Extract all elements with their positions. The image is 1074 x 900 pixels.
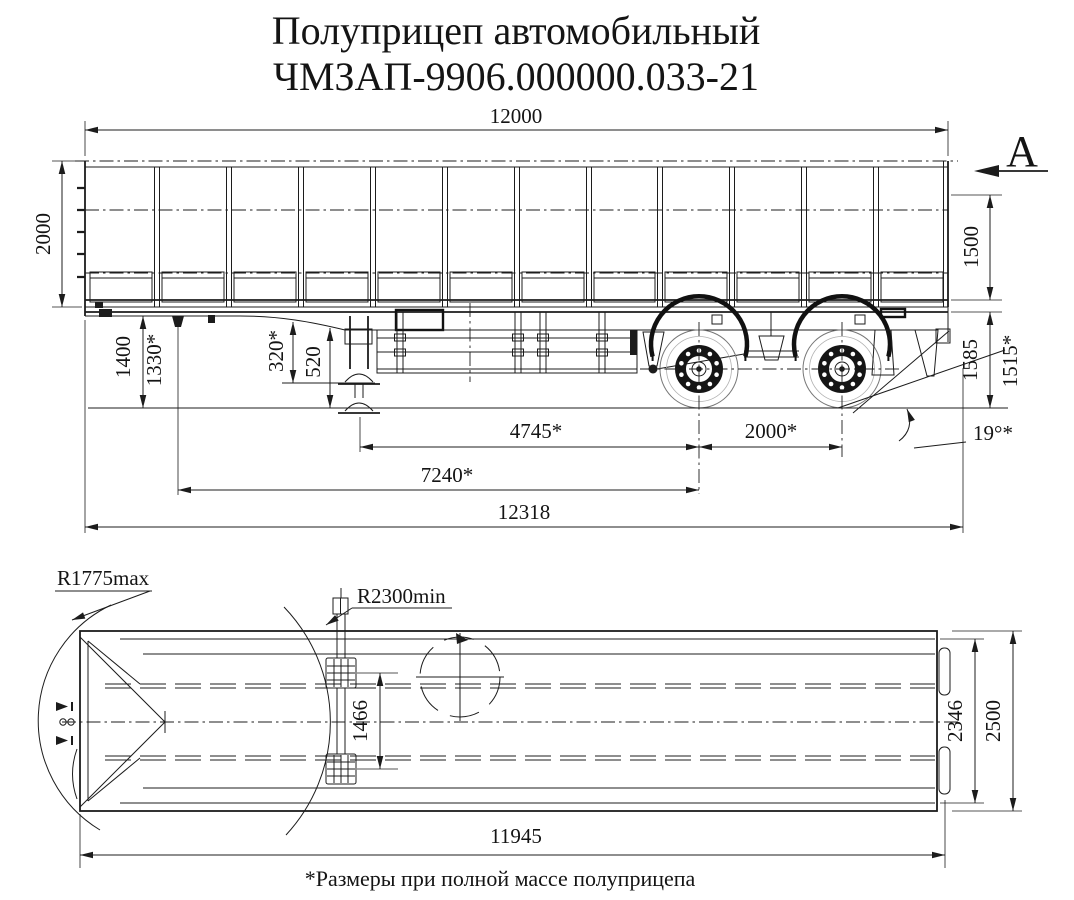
svg-text:7240*: 7240*: [421, 463, 474, 487]
svg-text:2346: 2346: [943, 700, 967, 742]
view-a-label: А: [1006, 127, 1038, 176]
spare-wheel-circle: [416, 633, 504, 721]
dim-overall-length: 12318: [84, 320, 964, 533]
dropside-panels: [89, 271, 944, 303]
svg-text:1500: 1500: [959, 226, 983, 268]
svg-text:1466: 1466: [348, 700, 372, 742]
dim-coupling-height-loaded: 1330*: [142, 334, 166, 387]
dim-kingpin-to-axle: 7240*: [177, 327, 699, 495]
dim-gooseneck-320: 320*: [264, 322, 297, 383]
svg-text:520: 520: [301, 346, 325, 378]
dim-front-swing-radius: R1775max: [55, 566, 152, 621]
side-view: 19°* А 12000 2000 1500 1585 1515: [31, 104, 1048, 533]
svg-text:2500: 2500: [981, 700, 1005, 742]
dim-side-height: 1500: [951, 194, 1002, 301]
dim-axle-spacing: 2000*: [699, 419, 842, 451]
trailer-body: [75, 160, 958, 331]
dim-support-spacing: 1466: [348, 672, 398, 770]
dim-overall-width: 2500: [952, 630, 1022, 812]
svg-text:4745*: 4745*: [510, 419, 563, 443]
svg-text:12318: 12318: [498, 500, 551, 524]
svg-text:2000*: 2000*: [745, 419, 798, 443]
view-a-arrow-icon: [974, 165, 999, 177]
front-edge-fittings: [77, 186, 112, 317]
svg-text:2000: 2000: [31, 213, 55, 255]
dim-support-to-axle: 4745*: [359, 417, 699, 452]
drawing-model-number: ЧМЗАП-9906.000000.033-21: [273, 54, 759, 99]
svg-text:11945: 11945: [490, 824, 542, 848]
landing-gear: [338, 316, 380, 414]
svg-text:1400: 1400: [111, 336, 135, 378]
departure-angle: 19°*: [837, 330, 1013, 449]
dim-platform-width: 2346: [940, 638, 984, 804]
dim-rear-height-loaded: 1515*: [998, 335, 1022, 388]
dim-coupling-height: 1400 1330*: [111, 316, 166, 408]
dim-platform-length: 12000: [84, 104, 949, 156]
front-couplings: [56, 702, 78, 800]
mudflap: [871, 329, 895, 376]
stake-posts: [154, 167, 879, 307]
drawing-title: Полуприцеп автомобильный: [272, 8, 761, 53]
dim-rear-swing-radius: R2300min: [325, 584, 452, 626]
title-block: Полуприцеп автомобильный ЧМЗАП-9906.0000…: [272, 8, 761, 99]
plan-view: R1775max R2300min 1466 2346 2500 119: [37, 566, 1022, 868]
rear-underride: [871, 307, 951, 377]
dim-rear-height: 1585 1515*: [951, 311, 1022, 408]
taillight-bar: [879, 307, 907, 319]
dim-body-height: 2000: [31, 160, 82, 308]
svg-text:12000: 12000: [490, 104, 543, 128]
svg-text:R1775max: R1775max: [57, 566, 150, 590]
plan-landing-gear: [325, 588, 357, 785]
rear-brackets: [938, 647, 951, 795]
swing-radius-arcs: [37, 604, 331, 836]
svg-text:320*: 320*: [264, 330, 288, 372]
svg-text:1585: 1585: [958, 339, 982, 381]
svg-text:R2300min: R2300min: [357, 584, 446, 608]
footnote: *Размеры при полной массе полуприцепа: [305, 866, 696, 891]
dim-departure-angle: 19°*: [973, 421, 1013, 445]
side-rack: [376, 303, 638, 382]
kingpin: [172, 315, 215, 327]
dim-gooseneck-520: 520: [301, 328, 334, 408]
plan-platform: [62, 630, 960, 812]
view-a-marker: А: [974, 127, 1048, 177]
suspension: [642, 312, 799, 374]
dim-frame-length: 11945: [79, 800, 946, 868]
